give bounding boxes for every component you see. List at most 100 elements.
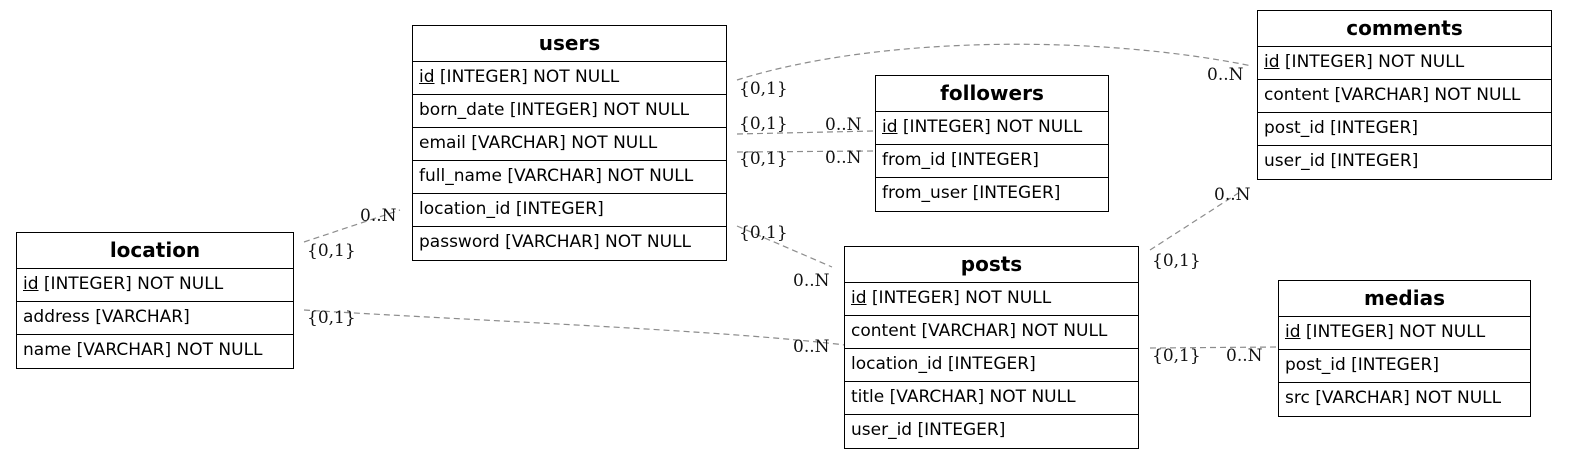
column-type: [VARCHAR] NOT NULL [1315, 388, 1502, 408]
table-followers[interactable]: followers id [INTEGER] NOT NULL from_id … [875, 75, 1109, 212]
column-type: [INTEGER] [917, 420, 1006, 440]
posts-column-user-id[interactable]: user_id [INTEGER] [845, 415, 1138, 448]
column-field: full_name [419, 166, 502, 186]
column-type: [INTEGER] NOT NULL [509, 100, 690, 120]
column-field: post_id [1285, 355, 1346, 375]
cardinality-location-posts-from: {0,1} [307, 308, 356, 328]
table-posts[interactable]: posts id [INTEGER] NOT NULL content [VAR… [844, 246, 1139, 449]
edge-posts-comments [1149, 191, 1241, 251]
cardinality-users-followers-1-from: {0,1} [739, 114, 788, 134]
column-type: [INTEGER] NOT NULL [1284, 52, 1465, 72]
edge-users-comments [736, 43, 1253, 81]
column-field: password [419, 232, 500, 252]
primary-key-field: id [1264, 52, 1280, 72]
primary-key-field: id [851, 288, 867, 308]
column-field: born_date [419, 100, 505, 120]
comments-column-post-id[interactable]: post_id [INTEGER] [1258, 113, 1551, 146]
column-field: user_id [851, 420, 913, 440]
column-field: location_id [419, 199, 511, 219]
column-type: [VARCHAR] NOT NULL [1334, 85, 1521, 105]
cardinality-users-followers-1-to: 0..N [825, 115, 862, 135]
medias-column-src[interactable]: src [VARCHAR] NOT NULL [1279, 383, 1530, 416]
edge-posts-medias [1149, 346, 1279, 349]
primary-key-field: id [1285, 322, 1301, 342]
column-type: [INTEGER] [947, 354, 1036, 374]
column-type: [INTEGER] [1351, 355, 1439, 375]
column-field: title [851, 387, 885, 407]
users-column-id[interactable]: id [INTEGER] NOT NULL [413, 62, 726, 95]
table-medias-title: medias [1279, 281, 1530, 317]
posts-column-location-id[interactable]: location_id [INTEGER] [845, 349, 1138, 382]
primary-key-field: id [419, 67, 435, 87]
column-type: [INTEGER] NOT NULL [1305, 322, 1486, 342]
cardinality-posts-medias-to: 0..N [1226, 346, 1263, 366]
table-followers-title: followers [876, 76, 1108, 112]
edge-users-posts [736, 225, 833, 268]
column-type: [INTEGER] NOT NULL [902, 117, 1083, 137]
table-location[interactable]: location id [INTEGER] NOT NULL address [… [16, 232, 294, 369]
column-type: [VARCHAR] NOT NULL [889, 387, 1076, 407]
column-type: [VARCHAR] NOT NULL [471, 133, 658, 153]
column-type: [INTEGER] NOT NULL [43, 274, 224, 294]
column-type: [INTEGER] [1330, 151, 1419, 171]
posts-column-title[interactable]: title [VARCHAR] NOT NULL [845, 382, 1138, 415]
cardinality-location-posts-to: 0..N [793, 337, 830, 357]
users-column-location-id[interactable]: location_id [INTEGER] [413, 194, 726, 227]
column-field: src [1285, 388, 1310, 408]
location-column-name[interactable]: name [VARCHAR] NOT NULL [17, 335, 293, 368]
followers-column-from-user[interactable]: from_user [INTEGER] [876, 178, 1108, 211]
location-column-address[interactable]: address [VARCHAR] [17, 302, 293, 335]
column-type: [INTEGER] NOT NULL [871, 288, 1052, 308]
medias-column-post-id[interactable]: post_id [INTEGER] [1279, 350, 1530, 383]
edge-users-followers-1 [736, 130, 875, 135]
primary-key-field: id [882, 117, 898, 137]
column-type: [VARCHAR] NOT NULL [505, 232, 692, 252]
followers-column-from-id[interactable]: from_id [INTEGER] [876, 145, 1108, 178]
cardinality-posts-medias-from: {0,1} [1152, 346, 1201, 366]
column-field: address [23, 307, 90, 327]
column-type: [INTEGER] [972, 183, 1061, 203]
column-field: from_id [882, 150, 946, 170]
medias-column-id[interactable]: id [INTEGER] NOT NULL [1279, 317, 1530, 350]
column-field: name [23, 340, 72, 360]
followers-column-id[interactable]: id [INTEGER] NOT NULL [876, 112, 1108, 145]
cardinality-posts-comments-from: {0,1} [1152, 251, 1201, 271]
table-comments-title: comments [1258, 11, 1551, 47]
comments-column-content[interactable]: content [VARCHAR] NOT NULL [1258, 80, 1551, 113]
column-field: from_user [882, 183, 968, 203]
column-type: [VARCHAR] NOT NULL [507, 166, 694, 186]
edge-users-followers-2 [736, 150, 875, 153]
table-medias[interactable]: medias id [INTEGER] NOT NULL post_id [IN… [1278, 280, 1531, 417]
edge-location-posts [303, 309, 846, 346]
users-column-born-date[interactable]: born_date [INTEGER] NOT NULL [413, 95, 726, 128]
column-type: [INTEGER] [515, 199, 604, 219]
users-column-password[interactable]: password [VARCHAR] NOT NULL [413, 227, 726, 260]
cardinality-users-posts-from: {0,1} [739, 223, 788, 243]
location-column-id[interactable]: id [INTEGER] NOT NULL [17, 269, 293, 302]
cardinality-users-followers-2-to: 0..N [825, 148, 862, 168]
table-users-title: users [413, 26, 726, 62]
column-type: [VARCHAR] [95, 307, 190, 327]
column-field: content [851, 321, 917, 341]
table-comments[interactable]: comments id [INTEGER] NOT NULL content [… [1257, 10, 1552, 180]
cardinality-posts-comments-to: 0..N [1214, 185, 1251, 205]
comments-column-id[interactable]: id [INTEGER] NOT NULL [1258, 47, 1551, 80]
posts-column-content[interactable]: content [VARCHAR] NOT NULL [845, 316, 1138, 349]
table-users[interactable]: users id [INTEGER] NOT NULL born_date [I… [412, 25, 727, 261]
cardinality-location-users-to: 0..N [360, 206, 397, 226]
column-type: [VARCHAR] NOT NULL [921, 321, 1108, 341]
comments-column-user-id[interactable]: user_id [INTEGER] [1258, 146, 1551, 179]
column-type: [INTEGER] [950, 150, 1039, 170]
posts-column-id[interactable]: id [INTEGER] NOT NULL [845, 283, 1138, 316]
column-field: location_id [851, 354, 943, 374]
cardinality-users-comments-to: 0..N [1207, 65, 1244, 85]
column-field: user_id [1264, 151, 1326, 171]
column-type: [INTEGER] [1330, 118, 1418, 138]
table-location-title: location [17, 233, 293, 269]
cardinality-users-comments-from: {0,1} [739, 79, 788, 99]
users-column-email[interactable]: email [VARCHAR] NOT NULL [413, 128, 726, 161]
cardinality-users-followers-2-from: {0,1} [739, 149, 788, 169]
users-column-full-name[interactable]: full_name [VARCHAR] NOT NULL [413, 161, 726, 194]
column-type: [INTEGER] NOT NULL [439, 67, 620, 87]
